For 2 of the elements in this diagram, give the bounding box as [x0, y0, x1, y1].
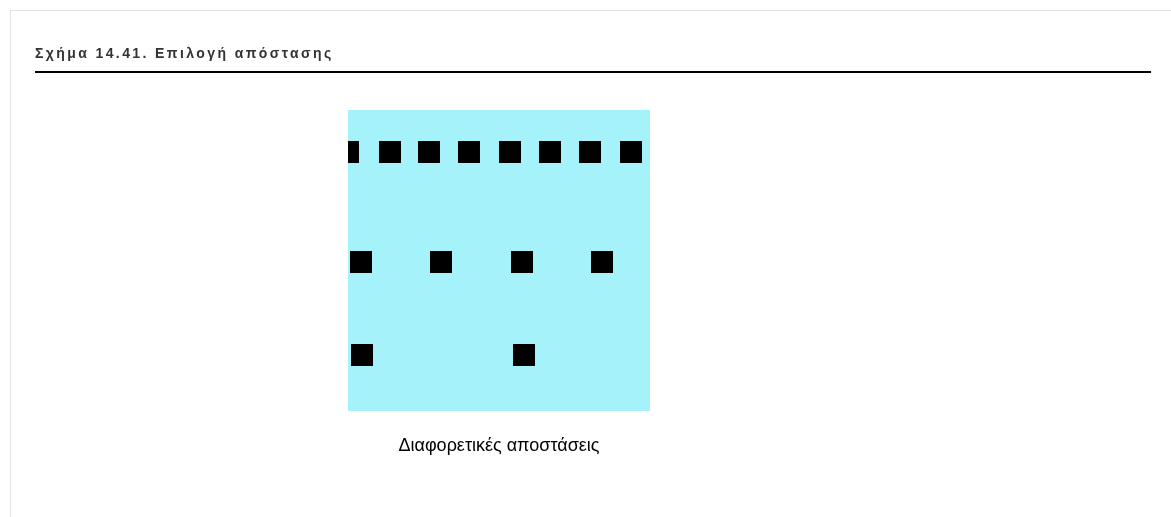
figure-caption: Διαφορετικές αποστάσεις — [397, 435, 601, 456]
figure-title: Σχήμα 14.41. Επιλογή απόστασης — [35, 45, 334, 61]
